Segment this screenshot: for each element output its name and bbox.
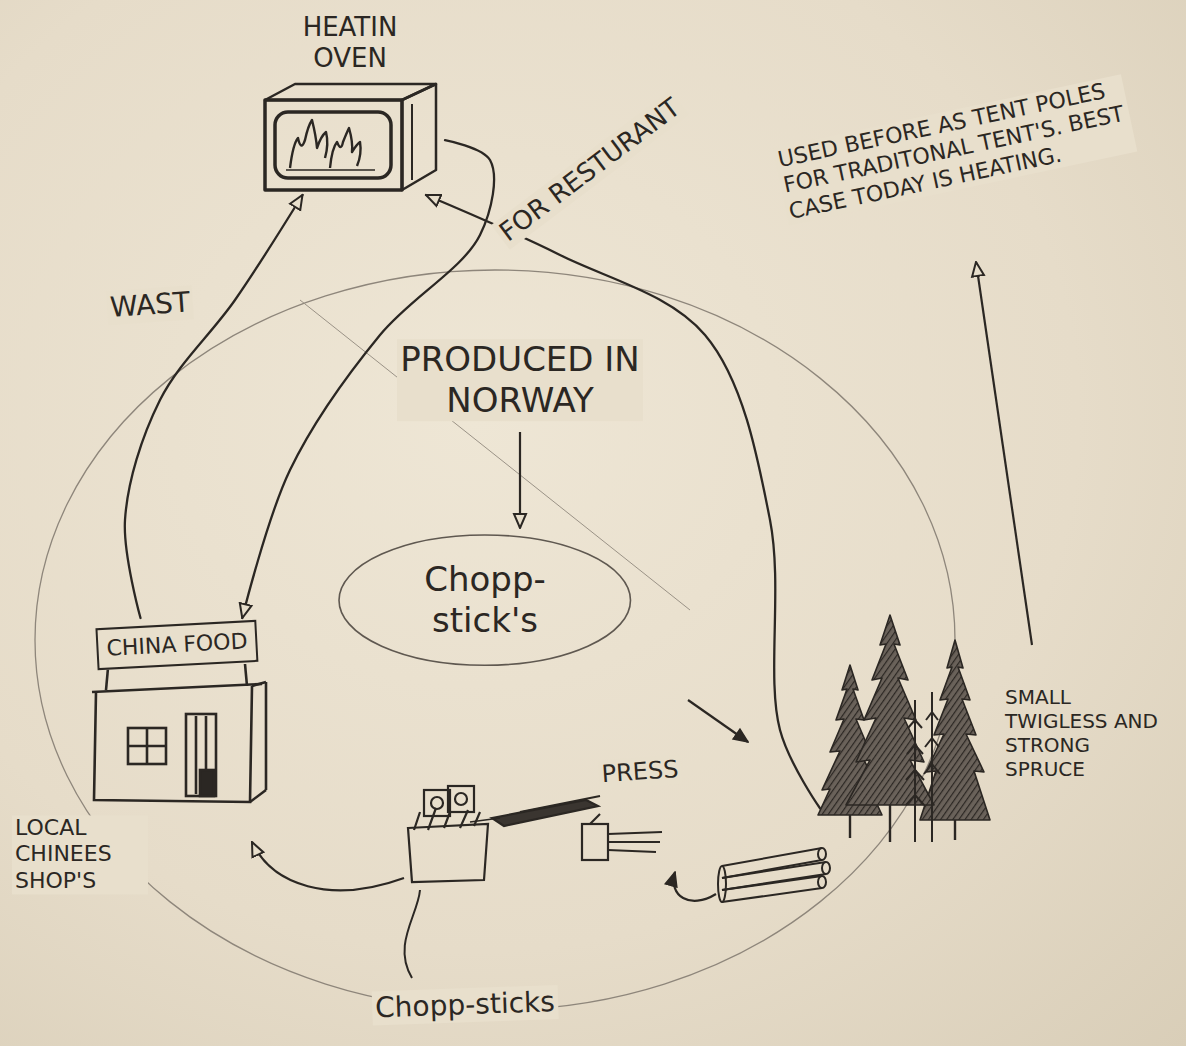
door-shadow bbox=[200, 770, 214, 796]
leader-arrow bbox=[976, 262, 1032, 645]
shop-side-line bbox=[250, 790, 266, 802]
sign-post bbox=[245, 664, 247, 686]
shop-window bbox=[128, 728, 166, 764]
box-body bbox=[408, 824, 488, 882]
oven-side-line bbox=[411, 104, 413, 180]
press-plate bbox=[492, 800, 598, 826]
press-rods bbox=[608, 832, 662, 852]
press-drawing bbox=[492, 796, 662, 860]
cycle-circle bbox=[35, 270, 955, 1010]
note-text: USED BEFORE AS TENT POLES FOR TRADITONAL… bbox=[773, 74, 1138, 225]
place-label: LOCAL CHINEES SHOP'S bbox=[12, 815, 148, 894]
log bbox=[722, 876, 822, 902]
shop-sign: CHINA FOOD bbox=[95, 620, 258, 671]
flow-arrow bbox=[519, 432, 521, 528]
part-label: Chopp-sticks bbox=[372, 985, 559, 1025]
node-heading: HEATIN OVEN bbox=[275, 12, 425, 74]
flow-arrow bbox=[688, 700, 748, 742]
shop-node: CHINA FOOD bbox=[85, 618, 270, 805]
node-caption: SMALL TWIGLESS AND STRONG SPRUCE bbox=[1005, 685, 1160, 781]
oven-flame bbox=[290, 120, 327, 168]
shop-side-line bbox=[252, 682, 266, 686]
node-text: Chopp-stick's bbox=[390, 559, 580, 641]
central-heading: PRODUCED IN NORWAY bbox=[397, 339, 643, 421]
edge-label: WAST bbox=[106, 285, 194, 325]
press-block bbox=[582, 824, 608, 860]
shop-door bbox=[186, 714, 216, 796]
oven-side-face bbox=[402, 84, 436, 190]
flow-arrow bbox=[674, 872, 716, 901]
oven-node: HEATIN OVEN bbox=[255, 12, 445, 195]
spruce-tree bbox=[920, 640, 990, 820]
press-feed-line bbox=[470, 818, 500, 822]
part-label: PRESS bbox=[598, 755, 683, 790]
shop-drawing bbox=[92, 664, 266, 802]
log-pile-end bbox=[718, 866, 726, 902]
press-bar bbox=[520, 796, 600, 812]
oven-top-face bbox=[265, 84, 436, 100]
oven-grate bbox=[286, 169, 375, 171]
package-spiral bbox=[431, 793, 467, 809]
log-end bbox=[818, 876, 826, 888]
oven-flame bbox=[330, 128, 361, 168]
chopsticks-box bbox=[408, 786, 488, 882]
spruce-node: SMALL TWIGLESS AND STRONG SPRUCE bbox=[820, 600, 1165, 845]
log-pile bbox=[718, 848, 830, 902]
flow-arrow bbox=[252, 842, 404, 890]
window-bar bbox=[128, 745, 166, 748]
package bbox=[448, 786, 474, 812]
spruce-trees bbox=[818, 615, 990, 842]
leader-line bbox=[404, 890, 420, 978]
shop-roof-line bbox=[92, 684, 262, 692]
log-end bbox=[822, 862, 830, 874]
flow-connector bbox=[426, 195, 820, 808]
press-edge bbox=[590, 814, 600, 824]
package bbox=[424, 790, 450, 816]
oven-drawing bbox=[265, 84, 436, 190]
ellipse-outline bbox=[339, 535, 631, 665]
tree-trunk bbox=[889, 805, 891, 842]
log bbox=[722, 848, 822, 878]
edge-label: FOR RESTURANT bbox=[491, 90, 689, 250]
sign-post bbox=[106, 668, 108, 690]
flow-connector bbox=[125, 195, 303, 618]
door-line bbox=[195, 716, 198, 794]
thin-spruce bbox=[924, 692, 940, 842]
thin-spruce bbox=[906, 700, 924, 842]
shop-side-line bbox=[265, 682, 268, 790]
tree-trunk bbox=[849, 815, 851, 838]
ellipse-node: Chopp-stick's bbox=[337, 533, 633, 667]
log bbox=[722, 862, 826, 890]
tree-trunk bbox=[954, 820, 956, 840]
shop-walls bbox=[94, 686, 252, 802]
oven-window bbox=[275, 112, 391, 178]
oven-front-face bbox=[265, 100, 402, 190]
log-end bbox=[818, 848, 826, 860]
